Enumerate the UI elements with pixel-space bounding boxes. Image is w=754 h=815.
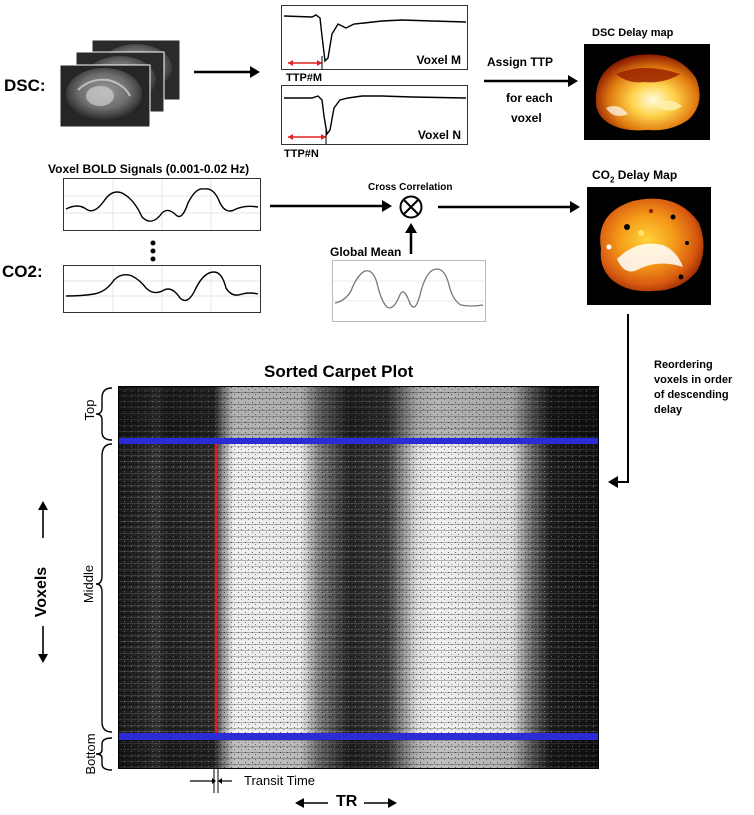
co2-label: CO2:: [2, 262, 43, 281]
dsc-mri-stack: [60, 39, 181, 128]
section-label-bottom: Bottom: [83, 733, 98, 775]
ttp-m-label: TTP#M: [286, 72, 323, 84]
reorder-text: Reordering voxels in order of descending…: [654, 359, 733, 416]
bold-signal-curve-bottom: [64, 266, 260, 312]
voxels-axis-label: Voxels: [33, 566, 50, 618]
voxel-n-plot: Voxel N: [281, 85, 468, 145]
voxel-n-curve: [284, 95, 467, 144]
carpet-plot: [118, 386, 599, 769]
arrow-assign-ttp: [484, 75, 578, 87]
assign-ttp-line3: voxel: [511, 111, 542, 125]
bold-signal-plot-top: [63, 178, 261, 231]
voxel-n-label: Voxel N: [417, 128, 461, 142]
voxel-m-plot: Voxel M: [281, 5, 468, 70]
section-braces: [95, 387, 113, 771]
arrow-dsc-to-curves: [194, 66, 260, 78]
global-mean-plot: [332, 260, 486, 322]
carpet-plot-title: Sorted Carpet Plot: [264, 362, 414, 381]
tr-arrow-left: [295, 798, 328, 808]
ellipsis-dots: [150, 240, 156, 262]
voxels-arrow-up: [38, 501, 48, 538]
co2-delay-map: [587, 187, 711, 305]
tr-axis-label: TR: [336, 793, 358, 810]
voxel-m-label: Voxel M: [416, 53, 461, 67]
dsc-delay-map: [584, 44, 710, 140]
bold-signal-plot-bottom: [63, 265, 261, 313]
co2-map-title: CO2 Delay Map: [592, 168, 678, 185]
arrow-reorder: [608, 314, 629, 488]
transit-time-marker: [190, 769, 232, 793]
dsc-map-title: DSC Delay map: [592, 27, 674, 39]
arrow-bold-to-xcorr: [270, 200, 392, 212]
xcorr-symbol-icon: [399, 195, 423, 219]
assign-ttp-line2: for each: [506, 91, 553, 105]
bold-signal-curve-top: [64, 179, 260, 230]
voxel-m-curve: [283, 14, 467, 69]
global-mean-label: Global Mean: [330, 245, 402, 259]
dsc-label: DSC:: [4, 76, 46, 95]
section-label-middle: Middle: [81, 564, 96, 604]
tr-arrow-right: [364, 798, 397, 808]
assign-ttp-line1: Assign TTP: [487, 55, 554, 69]
xcorr-label: Cross Correlation: [368, 182, 453, 193]
arrow-global-to-xcorr: [405, 223, 417, 254]
section-label-top: Top: [82, 399, 97, 421]
ttp-n-label: TTP#N: [284, 148, 319, 160]
global-mean-curve: [333, 268, 485, 309]
arrow-xcorr-to-co2map: [438, 201, 580, 213]
transit-time-label: Transit Time: [244, 773, 316, 788]
bold-signals-title: Voxel BOLD Signals (0.001-0.02 Hz): [48, 162, 250, 176]
voxels-arrow-down: [38, 626, 48, 663]
